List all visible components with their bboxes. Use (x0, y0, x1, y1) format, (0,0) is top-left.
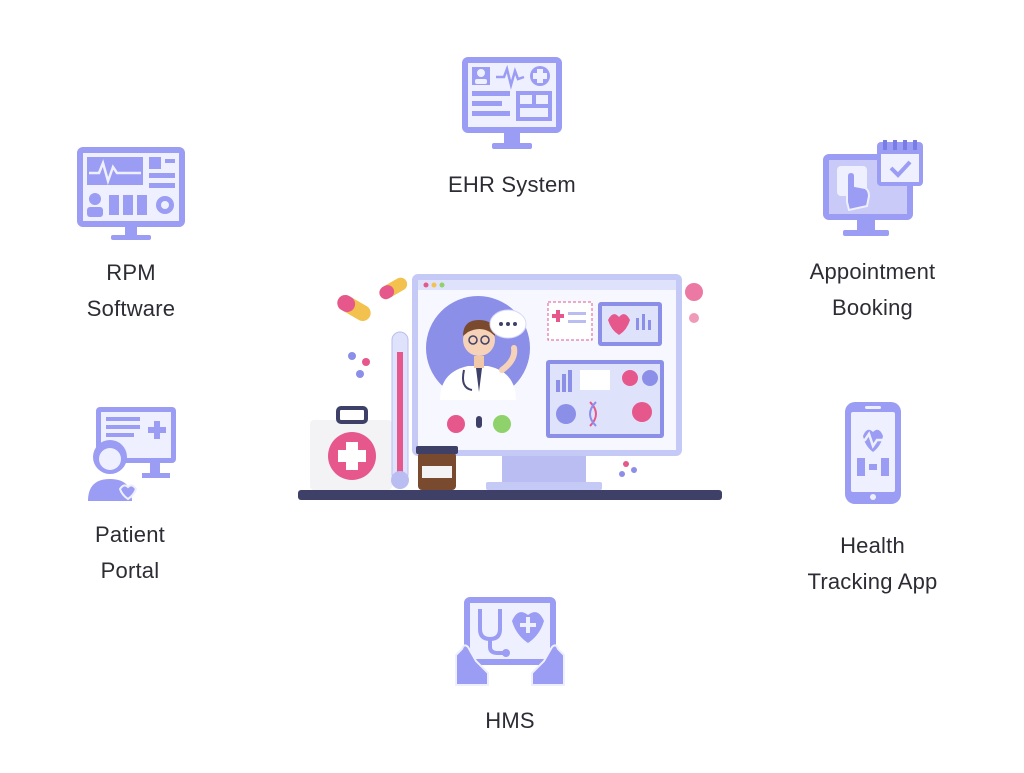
ehr-system-label: EHR System (448, 172, 576, 197)
rpm-software-label: RPM Software (86, 260, 176, 321)
hms-label: HMS (485, 708, 535, 733)
patient-portal-label: Patient Portal (95, 522, 165, 583)
desk (298, 490, 722, 500)
telemedicine-doctor-illustration (298, 274, 722, 500)
appointment-calendar-icon (822, 140, 923, 236)
health-tracking-node: Health Tracking App (780, 400, 965, 600)
patient-portal-node: Patient Portal (55, 405, 205, 589)
ehr-system-node: EHR System (437, 55, 587, 203)
health-phone-icon (844, 402, 901, 504)
patient-portal-icon (88, 407, 176, 501)
appointment-booking-label: Appointment Booking (809, 259, 936, 320)
rpm-monitor-icon (77, 147, 185, 240)
hms-tablet-icon (455, 597, 565, 686)
telemedicine-illustration (290, 262, 730, 517)
appointment-booking-node: Appointment Booking (780, 140, 965, 326)
ehr-monitor-icon (462, 57, 562, 149)
rpm-software-node: RPM Software (56, 145, 206, 327)
health-tracking-label: Health Tracking App (807, 533, 938, 594)
hms-node: HMS (435, 595, 585, 739)
